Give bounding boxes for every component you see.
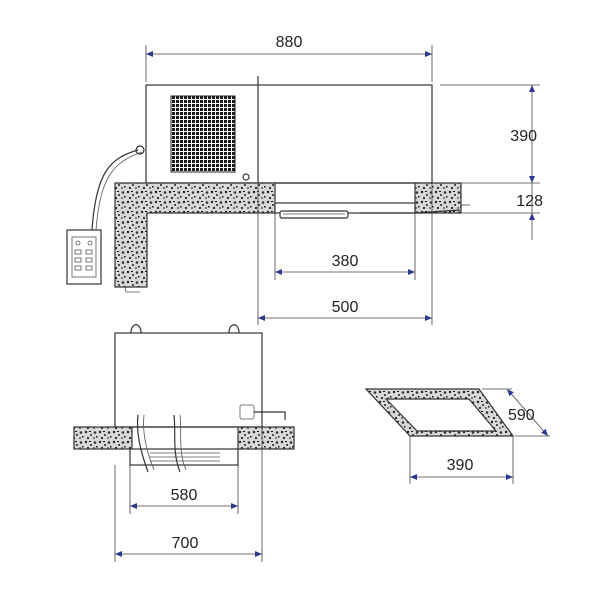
control-key	[74, 265, 82, 271]
front-unit-housing	[114, 332, 263, 428]
power-cable-inner	[95, 151, 143, 231]
dimension-880: 880	[145, 34, 433, 82]
refrigerant-pipe-left-inner	[143, 414, 155, 471]
wall-insulation-panel	[114, 182, 276, 288]
dimension-label-580: 580	[171, 487, 198, 504]
control-key	[74, 249, 82, 255]
front-elevation: 580 700	[73, 324, 295, 562]
front-cable	[254, 411, 286, 420]
dimension-line	[506, 388, 549, 437]
front-insulation-right	[237, 426, 295, 450]
panel-foot	[124, 286, 140, 293]
side-elevation: 880	[66, 34, 543, 325]
refrigerant-pipe-right	[173, 414, 181, 473]
refrigerant-pipe-right-inner	[179, 414, 187, 471]
control-key	[74, 257, 82, 263]
control-key	[85, 257, 93, 263]
dimension-label-390-height: 390	[510, 128, 537, 145]
dimension-label-380: 380	[332, 253, 359, 270]
dimension-380: 380	[274, 213, 416, 280]
control-key	[85, 249, 93, 255]
control-panel-icon	[66, 229, 102, 285]
dimension-590: 590	[482, 388, 550, 437]
control-box	[66, 229, 102, 285]
dimension-390-height: 390	[440, 84, 540, 184]
control-key	[85, 265, 93, 271]
ceiling-insulation-panel	[414, 182, 462, 214]
dimension-390-cutout: 390	[409, 436, 514, 484]
evaporator-body	[279, 210, 349, 219]
lifting-eye-right	[228, 324, 240, 334]
front-insulation-left	[73, 426, 133, 450]
dimension-label-500: 500	[332, 299, 359, 316]
dimension-label-880: 880	[276, 34, 303, 51]
dimension-label-590: 590	[508, 407, 535, 424]
dimension-700: 700	[114, 427, 263, 562]
dimension-label-128: 128	[516, 193, 543, 210]
ceiling-cutout-view: 590 390	[364, 388, 550, 484]
control-knob	[75, 240, 81, 246]
dimension-500: 500	[257, 183, 433, 325]
control-box-face	[71, 236, 97, 278]
dimension-label-390-cutout: 390	[447, 457, 474, 474]
grille-icon	[170, 95, 236, 173]
dimension-label-700: 700	[172, 535, 199, 552]
cutout-opening	[384, 398, 498, 432]
lifting-eye-left	[130, 324, 142, 334]
screw-icon	[242, 173, 250, 181]
dimension-128: 128	[461, 183, 543, 240]
dimension-580: 580	[129, 465, 239, 514]
control-knob	[87, 240, 93, 246]
power-cable	[91, 149, 139, 231]
refrigerant-pipe-left	[136, 414, 149, 473]
